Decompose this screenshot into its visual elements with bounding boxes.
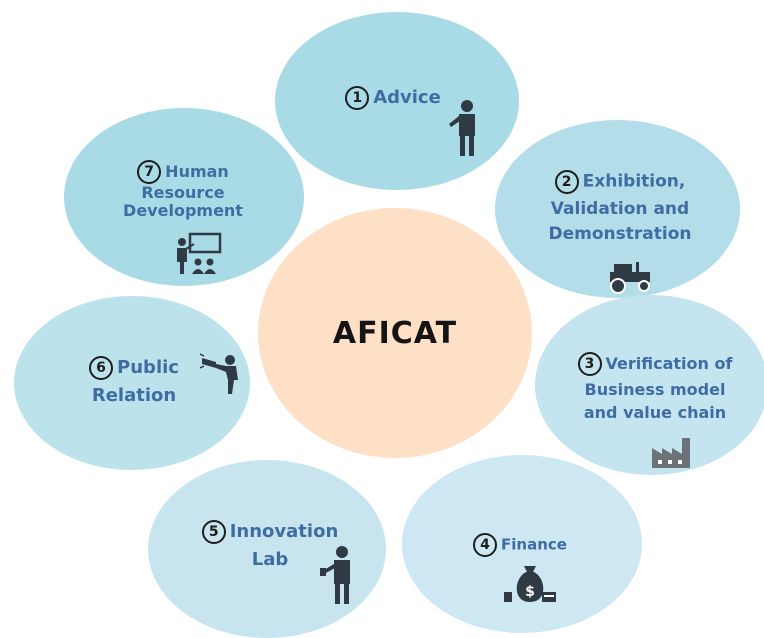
label-line: Lab — [251, 549, 289, 570]
number-badge: 4 — [473, 533, 498, 557]
label-line: Innovation — [229, 520, 339, 542]
ellipse-public-relation — [14, 296, 250, 470]
number-badge: 2 — [554, 170, 579, 194]
number-badge: 7 — [137, 160, 162, 184]
number-badge: 6 — [89, 356, 114, 380]
label-line: and value chain — [583, 402, 727, 422]
ellipse-advice — [275, 12, 519, 190]
money-bag-icon: $ — [504, 566, 556, 602]
label-line: Verification of — [605, 354, 733, 374]
ellipse-verification — [535, 295, 764, 475]
number-badge: 5 — [201, 520, 226, 544]
label-line: Relation — [91, 385, 177, 406]
tractor-icon — [610, 262, 650, 294]
label-line: Finance — [501, 535, 567, 554]
teacher-board-icon — [177, 232, 222, 274]
researcher-icon — [320, 546, 350, 604]
label-line: Resource — [141, 183, 225, 202]
label-line: Human — [165, 162, 229, 182]
center-title: AFICAT — [332, 316, 458, 351]
svg-text:$: $ — [525, 584, 535, 600]
label-line: Validation and — [550, 199, 690, 219]
presenter-icon — [449, 100, 475, 156]
label-line: Advice — [373, 86, 441, 108]
label-line: Development — [123, 200, 243, 220]
number-badge: 3 — [577, 352, 602, 376]
label-line: Public — [117, 356, 179, 378]
megaphone-person-icon — [200, 353, 238, 394]
number-badge: 1 — [345, 86, 370, 110]
label-line: Exhibition, — [582, 171, 686, 192]
ellipse-finance — [402, 455, 642, 633]
label-line: Business model — [584, 380, 726, 399]
label-line: Demonstration — [548, 224, 692, 245]
factory-icon — [652, 438, 690, 468]
center-ellipse — [258, 208, 532, 458]
